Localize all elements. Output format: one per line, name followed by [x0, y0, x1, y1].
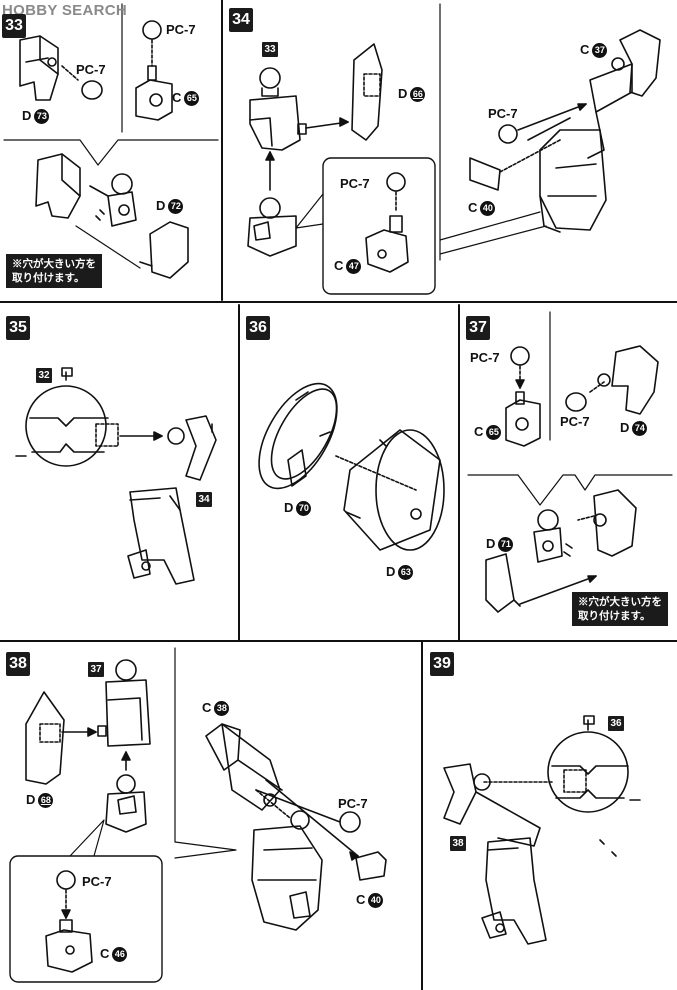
part-number-circle: 73: [34, 109, 50, 124]
part-number-circle: 40: [480, 201, 496, 216]
part-number-circle: 65: [486, 425, 502, 440]
ref-37-badge: 37: [88, 662, 104, 677]
pc7-label: PC-7: [76, 62, 106, 77]
part-number-circle: 40: [368, 893, 384, 908]
part-number-circle: 63: [398, 565, 414, 580]
pc7-label: PC-7: [560, 414, 590, 429]
part-number-circle: 70: [296, 501, 312, 516]
step-36-badge: 36: [246, 316, 270, 340]
note-line-1: ※穴が大きい方を: [12, 258, 96, 270]
step-39-badge: 39: [430, 652, 454, 676]
pc7-label: PC-7: [340, 176, 370, 191]
part-number-circle: 74: [632, 421, 648, 436]
part-number-circle: 47: [346, 259, 362, 274]
ref-34-badge: 34: [196, 492, 212, 507]
ref-33-badge: 33: [262, 42, 278, 57]
step-38-badge: 38: [6, 652, 30, 676]
watermark-logo: HOBBY SEARCH: [2, 2, 127, 19]
part-number-circle: 65: [184, 91, 200, 106]
step-33-badge: 33: [2, 14, 26, 38]
ref-36-badge: 36: [608, 716, 624, 731]
pc7-label: PC-7: [82, 874, 112, 889]
part-number-circle: 37: [592, 43, 608, 58]
watermark-text: HOBBY SEARCH: [2, 2, 128, 19]
ref-38-badge: 38: [450, 836, 466, 851]
part-number-circle: 72: [168, 199, 184, 214]
pc7-label: PC-7: [338, 796, 368, 811]
part-number-circle: 66: [410, 87, 426, 102]
note-line-2: 取り付けます。: [12, 272, 85, 284]
pc7-label: PC-7: [470, 350, 500, 365]
ref-32-badge: 32: [36, 368, 52, 383]
step-35-badge: 35: [6, 316, 30, 340]
part-number-circle: 71: [498, 537, 514, 552]
step-34-badge: 34: [229, 8, 253, 32]
part-number-circle: 46: [112, 947, 128, 962]
pc7-label: PC-7: [488, 106, 518, 121]
note-line-1: ※穴が大きい方を: [578, 596, 662, 608]
pc7-label: PC-7: [166, 22, 196, 37]
step-37-badge: 37: [466, 316, 490, 340]
note-line-2: 取り付けます。: [578, 610, 651, 622]
part-number-circle: 38: [214, 701, 230, 716]
part-number-circle: 68: [38, 793, 54, 808]
hole-orientation-note: ※穴が大きい方を 取り付けます。: [572, 592, 668, 626]
hole-orientation-note: ※穴が大きい方を 取り付けます。: [6, 254, 102, 288]
